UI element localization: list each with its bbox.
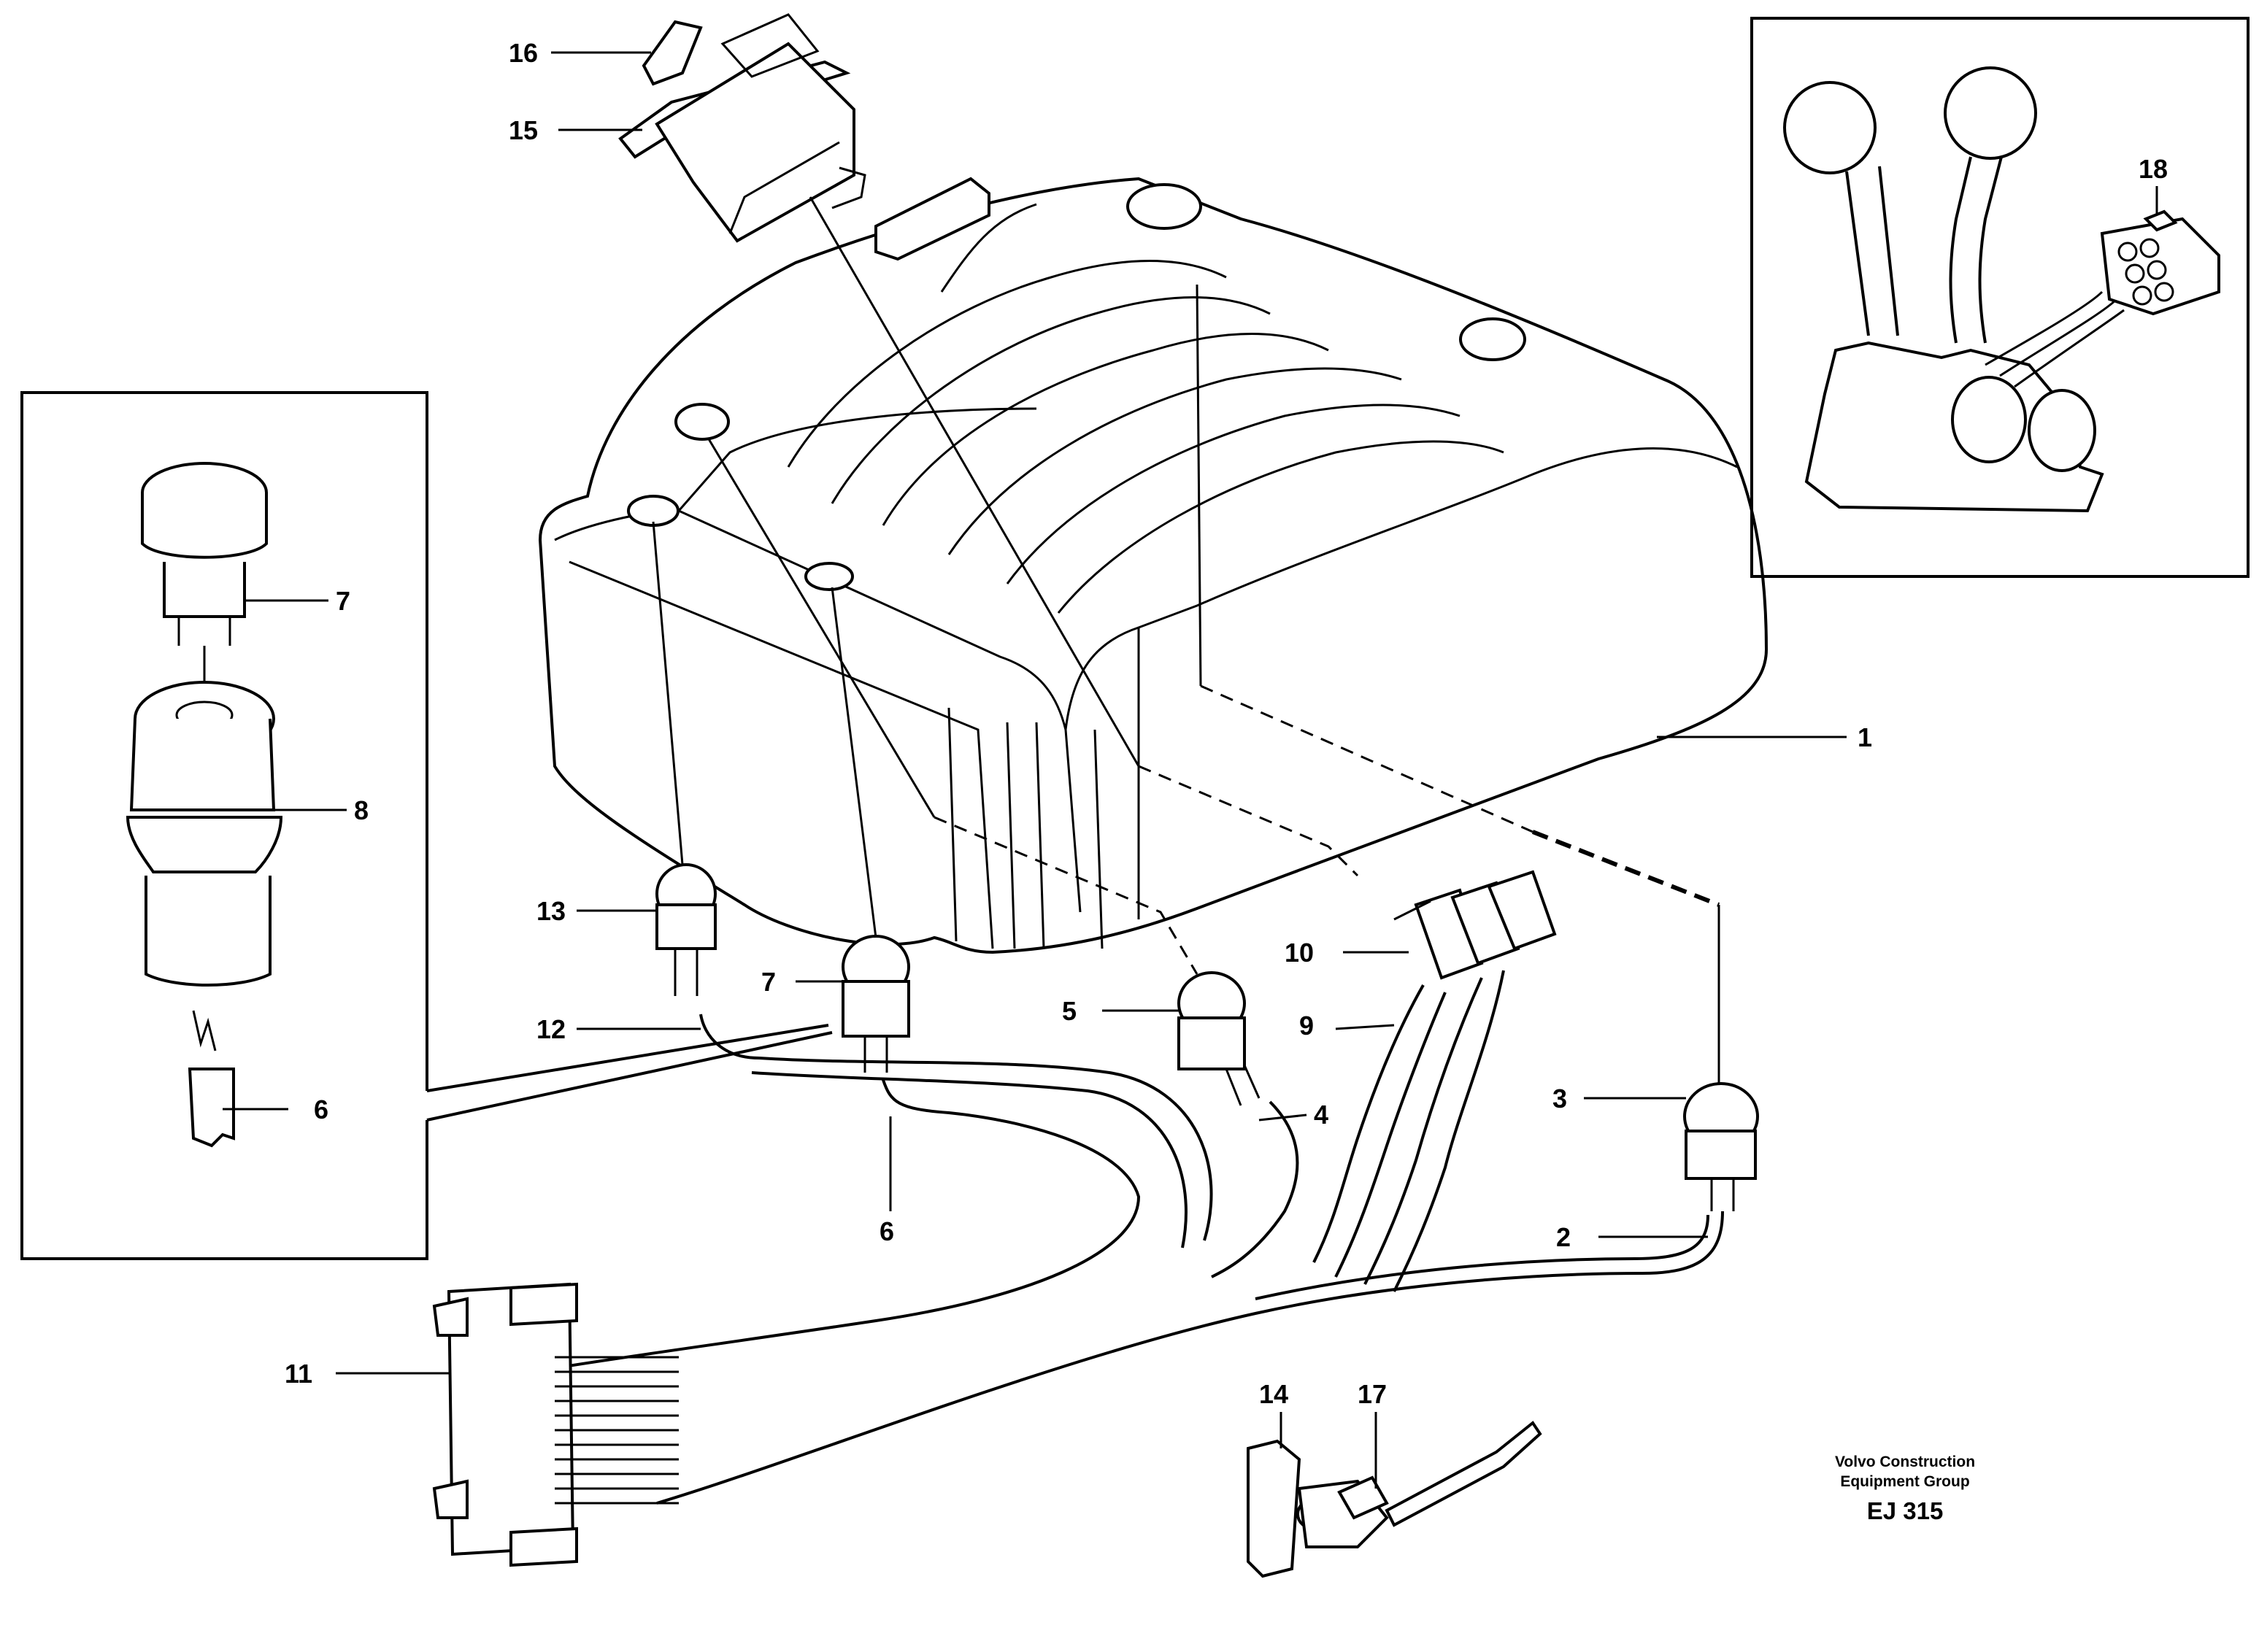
wire-harness [554, 970, 1724, 1505]
push-button-7 [842, 935, 910, 1073]
callout-3: 3 [1552, 1084, 1567, 1113]
push-button-5 [1177, 971, 1261, 1106]
detail-inset-left [20, 391, 833, 1260]
routing-lines [652, 196, 1720, 1084]
callout-15: 15 [509, 115, 538, 145]
leader-lines [223, 51, 2158, 1489]
caption-line-2: Equipment Group [1840, 1473, 1969, 1490]
callout-11: 11 [285, 1359, 312, 1389]
callout-8: 8 [354, 795, 369, 825]
push-button-13 [655, 863, 717, 996]
callout-13: 13 [536, 896, 566, 926]
rocker-switch [618, 13, 866, 243]
callout-12: 12 [536, 1014, 566, 1044]
callout-1: 1 [1858, 722, 1872, 752]
console-housing [538, 177, 1769, 954]
callout-6: 6 [880, 1216, 894, 1246]
callout-5: 5 [1062, 996, 1077, 1026]
callout-18: 18 [2139, 154, 2168, 184]
push-button-3 [1683, 1082, 1759, 1211]
connectors-10 [1393, 870, 1557, 980]
callout-7-inset: 7 [336, 586, 350, 616]
callout-16: 16 [509, 38, 538, 68]
callout-7: 7 [761, 967, 776, 997]
callout-17: 17 [1358, 1379, 1387, 1409]
detail-inset-right [1750, 17, 2250, 578]
caption-line-1: Volvo Construction [1835, 1454, 1975, 1470]
callout-6-inset: 6 [314, 1095, 328, 1124]
callout-labels: 1 2 3 4 5 6 7 9 10 11 12 13 14 17 15 16 … [285, 38, 2168, 1409]
callout-14: 14 [1259, 1379, 1288, 1409]
callout-10: 10 [1285, 938, 1314, 968]
multi-pin-connector [432, 1282, 679, 1567]
clip-parts [1247, 1421, 1542, 1578]
figure-caption: Volvo Construction Equipment Group EJ 31… [1835, 1454, 1975, 1524]
callout-4: 4 [1314, 1100, 1328, 1130]
callout-2: 2 [1556, 1222, 1571, 1252]
figure-code: EJ 315 [1867, 1497, 1944, 1524]
callout-9: 9 [1299, 1011, 1314, 1041]
